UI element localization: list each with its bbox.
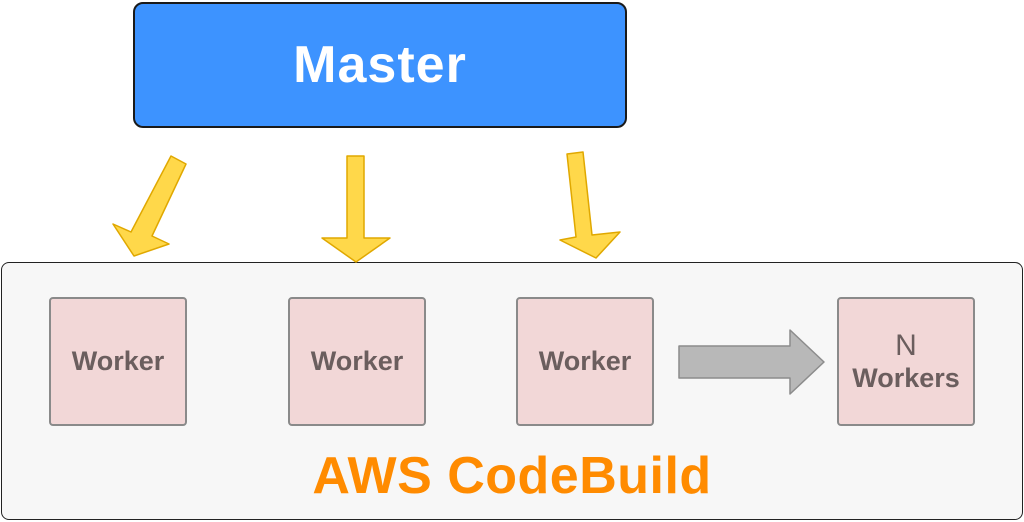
yellow-arrow-middle xyxy=(321,155,391,263)
yellow-arrow-right xyxy=(559,151,621,259)
n-workers-node: N Workers xyxy=(837,297,975,426)
worker-node-3: Worker xyxy=(516,297,654,426)
n-workers-label: Workers xyxy=(852,362,960,393)
worker-label-1: Worker xyxy=(71,346,165,376)
master-node: Master xyxy=(133,2,627,128)
worker-node-1: Worker xyxy=(49,297,187,426)
yellow-arrow-left xyxy=(112,155,187,257)
master-label: Master xyxy=(293,36,467,94)
worker-label-3: Worker xyxy=(538,346,632,376)
worker-label-2: Worker xyxy=(310,346,404,376)
codebuild-label: AWS CodeBuild xyxy=(312,447,712,505)
worker-node-2: Worker xyxy=(288,297,426,426)
n-workers-count: N xyxy=(895,328,917,362)
